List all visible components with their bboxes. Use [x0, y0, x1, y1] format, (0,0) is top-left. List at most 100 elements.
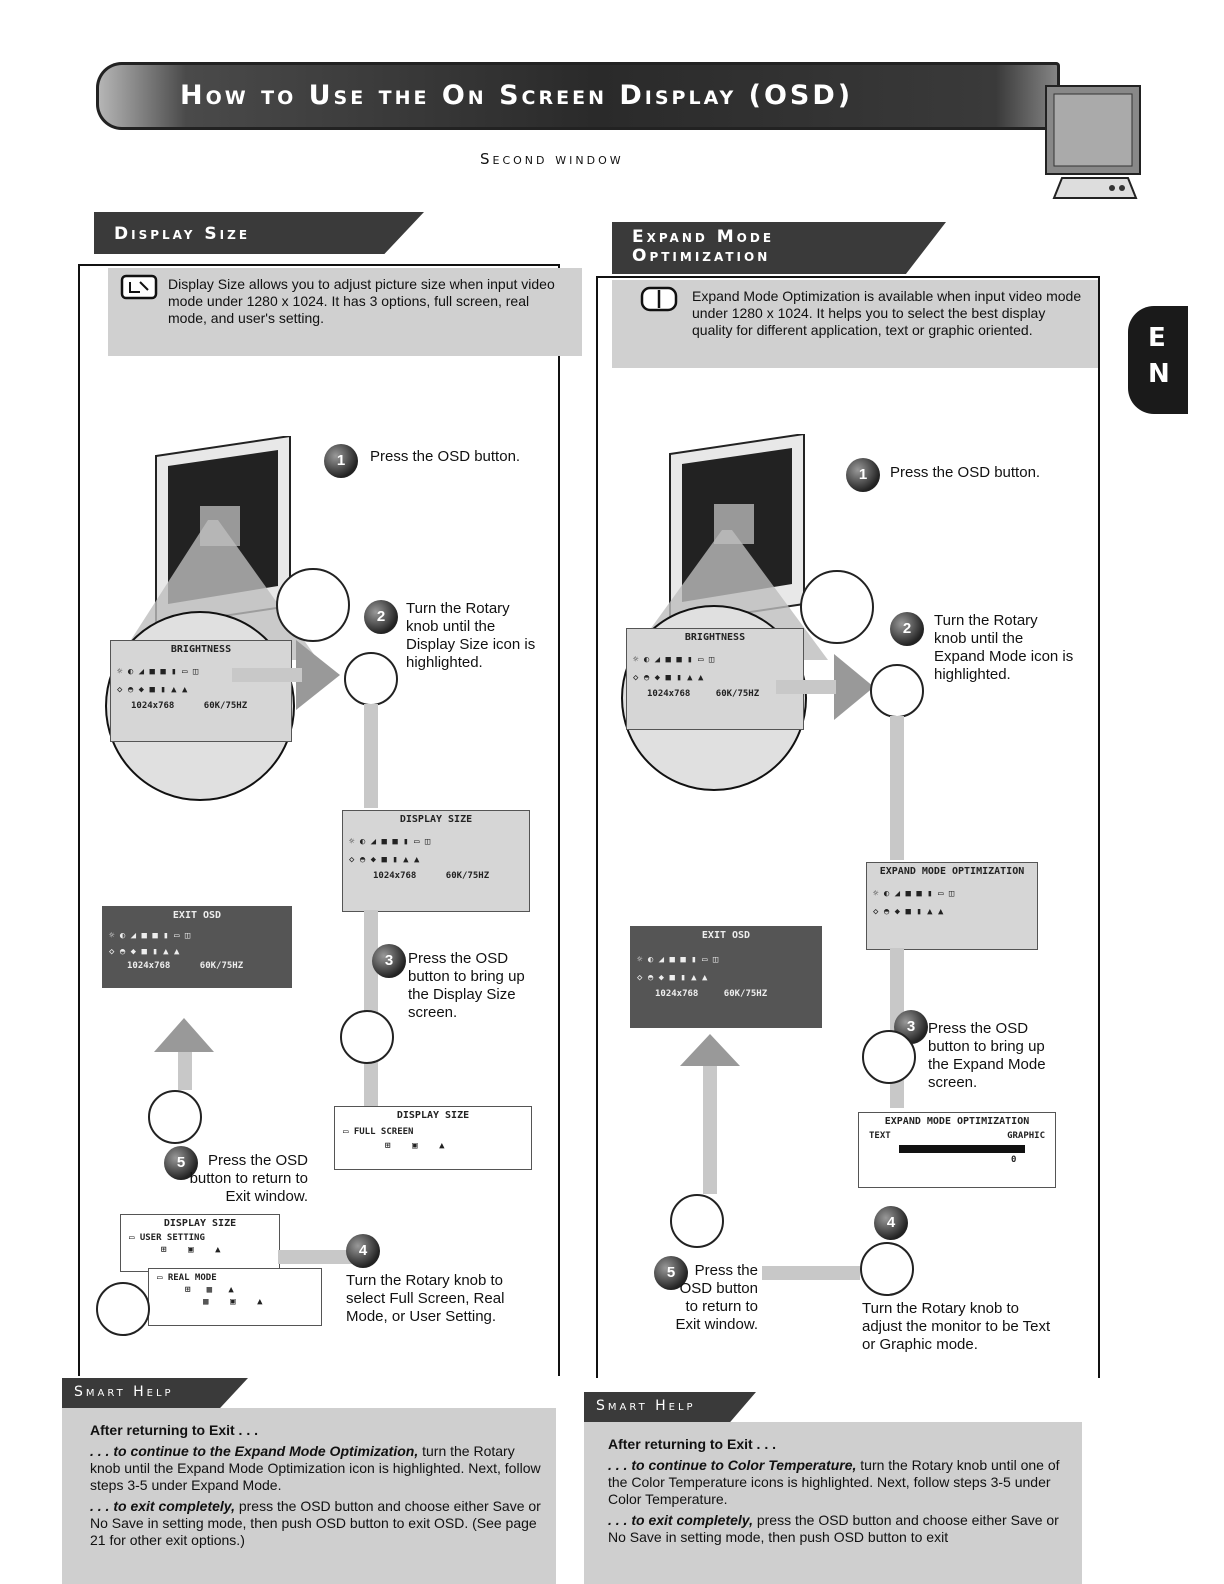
osd-resolution: 1024x768 — [655, 989, 699, 999]
osd-icon-row: ☼ ◐ ◢ ■ ■ ▮ ▭ ◫ — [873, 889, 955, 899]
osd-icon-row: ▦ ▣ ▲ — [203, 1297, 263, 1307]
arrow-right-icon — [296, 640, 340, 710]
help-text: turn the Rotary knob until the Expand Mo… — [90, 1443, 541, 1493]
step-1-text: Press the OSD button. — [370, 448, 521, 465]
zoom-osd-brightness: BRIGHTNESS ☼ ◐ ◢ ■ ■ ▮ ▭ ◫ ◇ ◓ ◆ ■ ▮ ▲ ▲… — [110, 640, 292, 742]
help-heading: After returning to Exit . . . — [90, 1422, 259, 1438]
osd-resolution: 1024x768 — [127, 961, 171, 971]
osd-button-hand-icon — [340, 1010, 394, 1064]
arrow-up-icon — [680, 1034, 740, 1066]
osd-frequency: 60K/75HZ — [715, 689, 760, 699]
osd-title: DISPLAY SIZE — [399, 814, 473, 825]
page-title: How to Use the On Screen Display (OSD) — [180, 80, 854, 111]
step-2-badge: 2 — [890, 612, 924, 646]
arrow-right-icon — [834, 654, 874, 720]
arrow-up-icon — [154, 1018, 214, 1052]
zoom-osd-brightness: BRIGHTNESS ☼ ◐ ◢ ■ ■ ▮ ▭ ◫ ◇ ◓ ◆ ■ ▮ ▲ ▲… — [626, 628, 804, 730]
osd-icon-row: ⊞ ▣ ▲ — [385, 1141, 445, 1151]
flow-track — [762, 1266, 860, 1280]
osd-option-label: FULL SCREEN — [353, 1127, 414, 1137]
intro-text: Display Size allows you to adjust pictur… — [168, 276, 555, 326]
help-emphasis: . . . to continue to Color Temperature, — [608, 1457, 857, 1473]
tab-title: Smart Help — [596, 1398, 696, 1414]
osd-icon-row: ☼ ◐ ◢ ■ ■ ▮ ▭ ◫ — [637, 955, 719, 965]
osd-frequency: 60K/75HZ — [199, 961, 244, 971]
osd-title: EXIT OSD — [172, 910, 222, 921]
expand-mode-tab: Expand Mode Optimization — [612, 222, 946, 274]
header-banner — [96, 62, 1060, 130]
osd-icon-row: ⊞ ▣ ▲ — [161, 1245, 221, 1255]
help-text: press the OSD button and choose either S… — [90, 1498, 541, 1548]
osd-title: DISPLAY SIZE — [163, 1218, 237, 1229]
help-emphasis: . . . to exit completely, — [608, 1512, 753, 1528]
step-3-text: Press the OSD button to bring up the Dis… — [408, 950, 525, 1021]
osd-title: BRIGHTNESS — [684, 632, 746, 643]
rotary-knob-hand-icon — [860, 1242, 914, 1296]
flow-track — [178, 1052, 192, 1090]
display-size-intro: Display Size allows you to adjust pictur… — [108, 268, 582, 356]
display-size-icon — [120, 274, 158, 300]
monitor-icon — [1045, 85, 1141, 199]
intro-text: Expand Mode Optimization is available wh… — [692, 288, 1082, 338]
osd-title: EXPAND MODE OPTIMIZATION — [884, 1116, 1030, 1127]
osd-display-size-full-screen: DISPLAY SIZE ▭ FULL SCREEN ⊞ ▣ ▲ — [334, 1106, 532, 1170]
osd-text-label: TEXT — [869, 1131, 891, 1141]
step-4-badge: 4 — [346, 1234, 380, 1268]
osd-display-size-real-mode: ▭ REAL MODE ⊞ ▦ ▲ ▦ ▣ ▲ — [148, 1268, 322, 1326]
tab-title: Display Size — [114, 224, 251, 244]
osd-button-hand-icon — [862, 1030, 916, 1084]
smart-help-tab: Smart Help — [584, 1392, 756, 1422]
osd-frequency: 60K/75HZ — [445, 871, 490, 881]
osd-button-hand-icon — [148, 1090, 202, 1144]
osd-exit-menu: EXIT OSD ☼ ◐ ◢ ■ ■ ▮ ▭ ◫ ◇ ◓ ◆ ■ ▮ ▲ ▲ 1… — [102, 906, 292, 988]
osd-exit-menu: EXIT OSD ☼ ◐ ◢ ■ ■ ▮ ▭ ◫ ◇ ◓ ◆ ■ ▮ ▲ ▲ 1… — [630, 926, 822, 1028]
osd-icon-row: ◇ ◓ ◆ ■ ▮ ▲ ▲ — [873, 907, 944, 917]
osd-display-size-menu: DISPLAY SIZE ☼ ◐ ◢ ■ ■ ▮ ▭ ◫ ◇ ◓ ◆ ■ ▮ ▲… — [342, 810, 530, 912]
osd-icon-row: ◇ ◓ ◆ ■ ▮ ▲ ▲ — [637, 973, 708, 983]
step-4-badge: 4 — [874, 1206, 908, 1240]
smart-help-tab: Smart Help — [62, 1378, 248, 1408]
zoom-track — [776, 680, 836, 694]
help-heading: After returning to Exit . . . — [608, 1436, 777, 1452]
step-2-badge: 2 — [364, 600, 398, 634]
step-4-text: Turn the Rotary knob to select Full Scre… — [346, 1272, 505, 1325]
osd-resolution: 1024x768 — [373, 871, 417, 881]
osd-frequency: 60K/75HZ — [203, 701, 248, 711]
osd-icon-row: ⊞ ▦ ▲ — [185, 1285, 234, 1295]
osd-icon-row: ◇ ◓ ◆ ■ ▮ ▲ ▲ — [109, 947, 180, 957]
tab-title: Smart Help — [74, 1384, 174, 1400]
step-3-badge: 3 — [372, 944, 406, 978]
tab-title: Optimization — [632, 246, 771, 266]
language-edge-tab: E N — [1128, 306, 1188, 414]
osd-resolution: 1024x768 — [647, 689, 691, 699]
help-emphasis: . . . to continue to the Expand Mode Opt… — [90, 1443, 419, 1459]
osd-button-hand-icon — [670, 1194, 724, 1248]
osd-icon-row: ☼ ◐ ◢ ■ ■ ▮ ▭ ◫ — [117, 667, 199, 677]
step-1-text: Press the OSD button. — [890, 464, 1041, 481]
step-5-text: Press the OSD button to return to Exit w… — [189, 1152, 308, 1205]
step-3-text: Press the OSD button to bring up the Exp… — [928, 1020, 1046, 1091]
osd-option-label: REAL MODE — [167, 1273, 217, 1283]
osd-icon-row: ◇ ◓ ◆ ■ ▮ ▲ ▲ — [633, 673, 704, 683]
osd-icon-row: ☼ ◐ ◢ ■ ■ ▮ ▭ ◫ — [109, 931, 191, 941]
osd-mode-slider-bar — [899, 1145, 1025, 1153]
osd-icon-row: ☼ ◐ ◢ ■ ■ ▮ ▭ ◫ — [633, 655, 715, 665]
edge-tab-letter: E — [1148, 323, 1166, 353]
osd-display-size-user-setting: DISPLAY SIZE ▭ USER SETTING ⊞ ▣ ▲ — [120, 1214, 280, 1272]
zoom-track — [232, 668, 302, 682]
step-1-badge: 1 — [324, 444, 358, 478]
osd-frequency: 60K/75HZ — [723, 989, 768, 999]
osd-title: DISPLAY SIZE — [396, 1110, 470, 1121]
osd-icon-row: ◇ ◓ ◆ ■ ▮ ▲ ▲ — [349, 855, 420, 865]
osd-slider-value: 0 — [1011, 1155, 1017, 1165]
step-2-text: Turn the Rotary knob until the Expand Mo… — [934, 612, 1074, 683]
flow-track — [364, 704, 378, 808]
tab-title: Expand Mode — [632, 227, 775, 247]
display-size-tab: Display Size — [94, 212, 424, 254]
flow-track — [278, 1250, 358, 1264]
osd-button-hand-icon — [276, 568, 350, 642]
monitor-illustration — [669, 434, 805, 624]
step-1-badge: 1 — [846, 458, 880, 492]
osd-title: EXPAND MODE OPTIMIZATION — [879, 866, 1025, 877]
step-5-text: Press the OSD button to return to Exit w… — [675, 1262, 758, 1333]
